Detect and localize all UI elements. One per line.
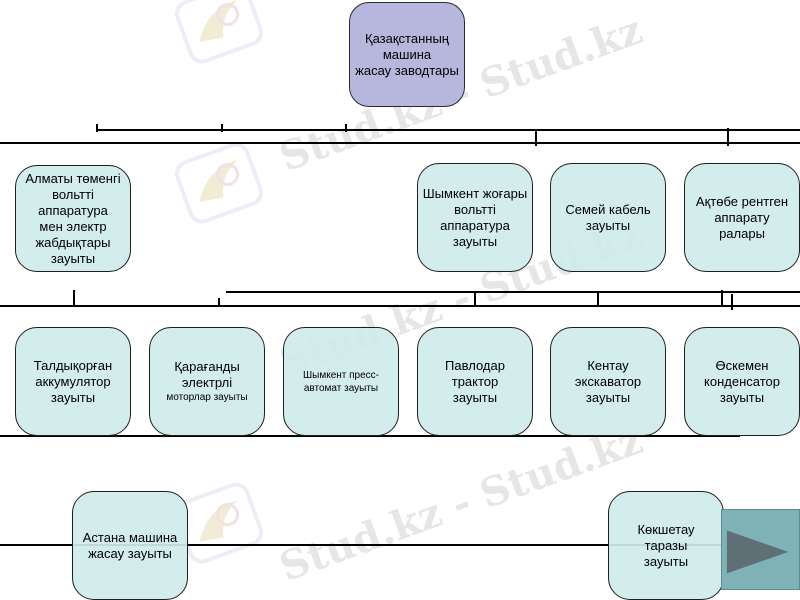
node-line: жасау зауыты	[88, 545, 172, 561]
node-line: конденсатор	[704, 373, 780, 389]
node-shymkent-hv: Шымкент жоғары вольтті аппаратура зауыты	[417, 163, 533, 272]
node-pavlodar: Павлодар трактор зауыты	[417, 327, 533, 436]
node-line: зауыты	[452, 233, 498, 249]
node-line: жасау заводтары	[355, 62, 459, 78]
node-line: аппаратура	[440, 217, 510, 233]
node-line: Талдықорған	[33, 357, 113, 373]
node-line: Алматы төменгі	[25, 170, 121, 186]
node-line: аппарату	[714, 209, 770, 225]
watermark-bird-icon	[171, 478, 267, 568]
node-line: Көкшетау	[637, 521, 695, 537]
node-line: Шымкент пресс-	[302, 369, 380, 381]
node-line: таразы	[644, 537, 688, 553]
node-line: мен электр	[39, 218, 107, 234]
node-line: Семей кабель	[565, 201, 651, 217]
node-line: моторлар зауыты	[166, 392, 248, 403]
node-aktobe: Ақтөбе рентген аппарату ралары	[684, 163, 800, 272]
node-line: зауыты	[585, 389, 631, 405]
node-line: Өскемен	[715, 357, 769, 373]
node-line: машина	[382, 46, 432, 62]
node-line: вольтті	[454, 201, 496, 217]
node-kokshetau: Көкшетау таразы зауыты	[608, 491, 724, 600]
node-karaganda: Қарағанды электрлі моторлар зауыты	[149, 327, 265, 436]
node-line: вольтті аппаратура	[38, 186, 108, 218]
node-line: Қарағанды электрлі	[174, 359, 240, 390]
node-line: Шымкент жоғары	[422, 185, 528, 201]
watermark-bird-icon	[171, 138, 267, 228]
play-triangle-icon	[726, 530, 789, 574]
next-slide-button[interactable]	[721, 509, 800, 590]
node-line: Астана машина	[82, 529, 178, 545]
node-line: аккумулятор	[35, 373, 111, 389]
node-line: Павлодар трактор	[445, 357, 505, 389]
node-line: зауыты	[452, 389, 498, 405]
node-line: зауыты	[585, 217, 631, 233]
node-line: зауыты	[643, 553, 689, 569]
node-line: зауыты	[719, 389, 765, 405]
node-line: зауыты	[50, 389, 96, 405]
node-line: ралары	[719, 225, 765, 241]
node-taldykorgan: Талдықорған аккумулятор зауыты	[15, 327, 131, 436]
node-line: зауыты	[50, 250, 96, 266]
watermark-bird-icon	[171, 0, 267, 68]
node-line: жабдықтары	[35, 234, 111, 250]
node-oskemen: Өскемен конденсатор зауыты	[684, 327, 800, 436]
node-shymkent-press: Шымкент пресс- автомат зауыты	[283, 327, 399, 436]
node-line: Кентау экскаватор	[574, 357, 642, 389]
node-line: Қазақстанның	[365, 30, 449, 46]
node-semey: Семей кабель зауыты	[550, 163, 666, 272]
node-almaty: Алматы төменгі вольтті аппаратура мен эл…	[15, 165, 131, 272]
node-line: Ақтөбе рентген	[695, 193, 789, 209]
node-astana: Астана машина жасау зауыты	[72, 491, 188, 600]
root-node: Қазақстанның машина жасау заводтары	[349, 2, 465, 107]
node-kentau: Кентау экскаватор зауыты	[550, 327, 666, 436]
node-line: автомат зауыты	[303, 382, 379, 394]
